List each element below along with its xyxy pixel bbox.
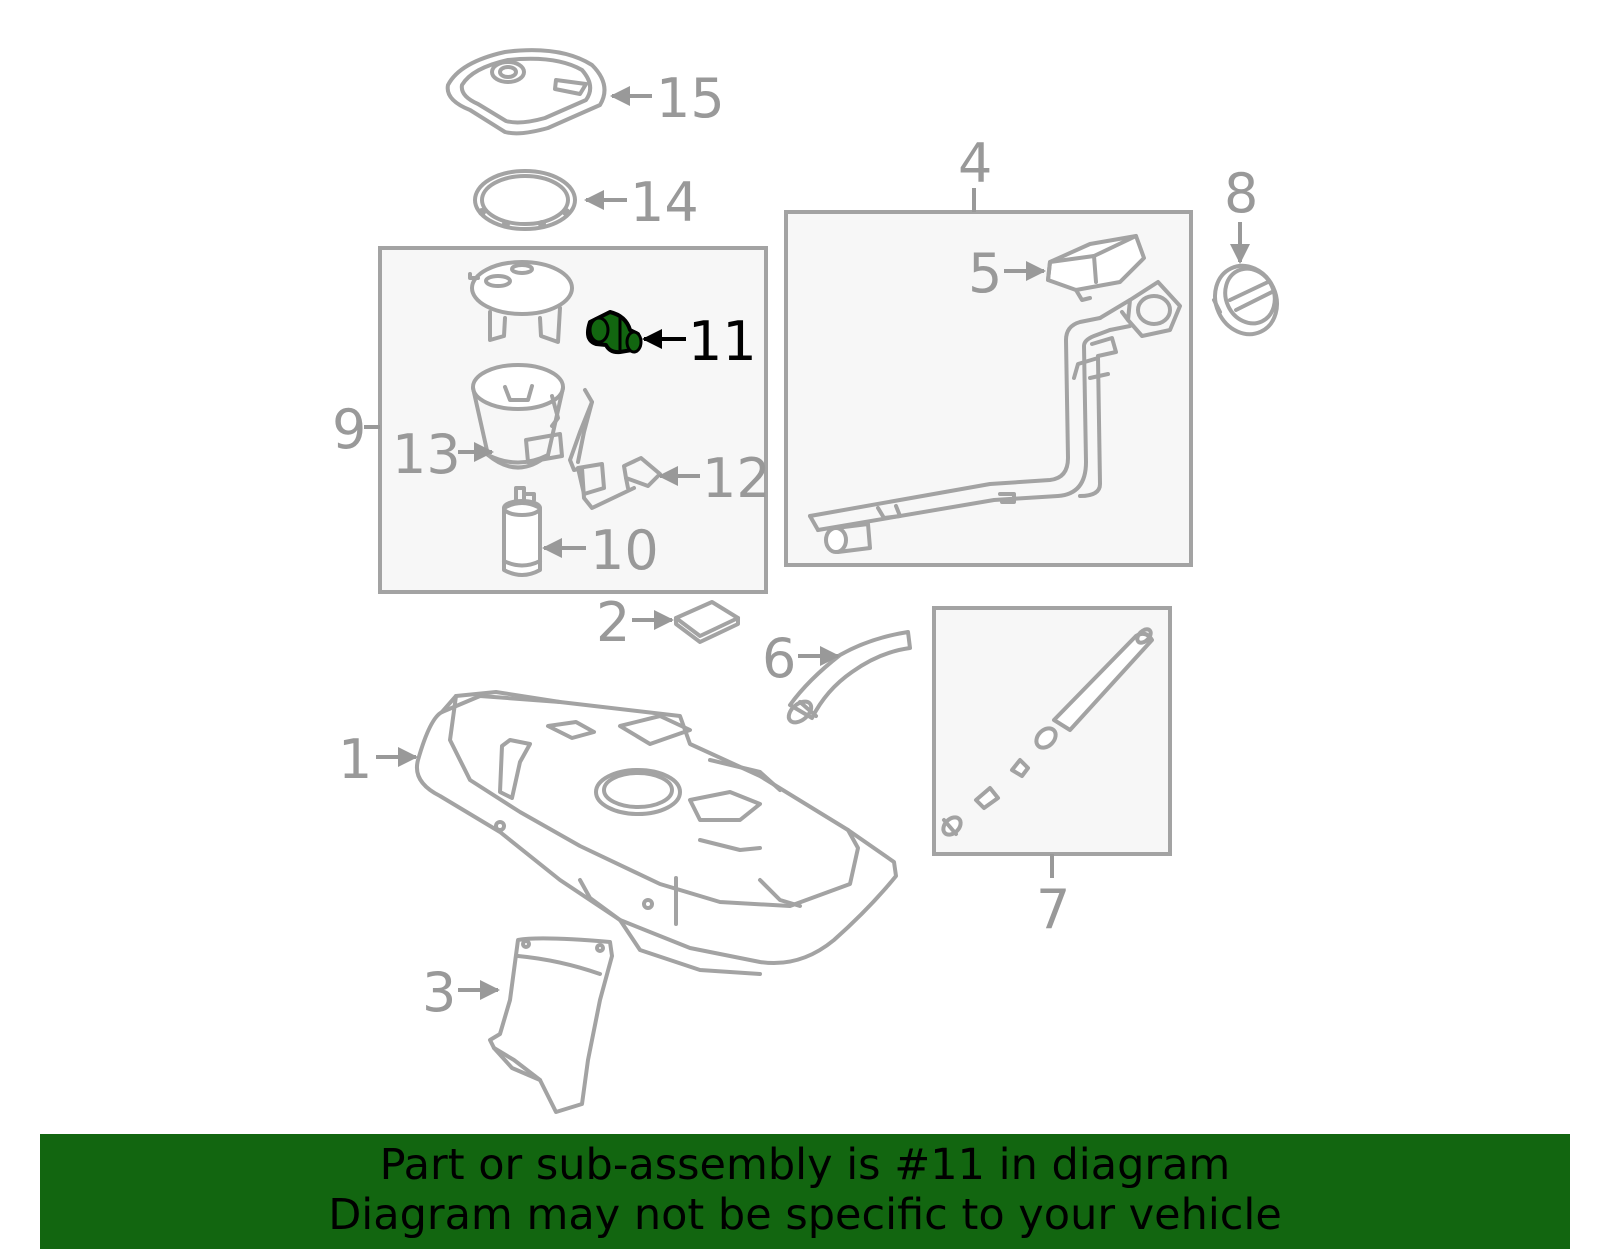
part-3-heat-shield[interactable] — [488, 936, 614, 1114]
part-5-door-housing[interactable] — [1046, 234, 1146, 302]
callout-14[interactable]: 14 — [630, 171, 699, 234]
callout-11[interactable]: 11 — [688, 310, 757, 373]
part-1-fuel-tank[interactable] — [415, 690, 898, 976]
callout-1[interactable]: 1 — [338, 728, 372, 791]
banner-line-2: Diagram may not be specific to your vehi… — [328, 1190, 1282, 1240]
callout-15[interactable]: 15 — [656, 67, 725, 130]
banner-line-1: Part or sub-assembly is #11 in diagram — [379, 1140, 1231, 1190]
info-banner: Part or sub-assembly is #11 in diagram D… — [40, 1134, 1570, 1249]
part-7-tube-kit[interactable] — [940, 627, 1154, 838]
callout-13[interactable]: 13 — [392, 423, 461, 486]
parts-diagram: 15 14 11 9 13 12 10 2 6 1 3 4 5 8 7 — [332, 48, 1288, 1114]
part-11-fitting[interactable] — [586, 310, 643, 355]
callout-7[interactable]: 7 — [1036, 878, 1070, 941]
part-6-hose[interactable] — [785, 630, 912, 726]
part-4-filler-neck[interactable] — [808, 280, 1182, 554]
part-2-pad[interactable] — [674, 600, 740, 644]
part-8-fuel-cap[interactable] — [1204, 256, 1288, 345]
callout-9[interactable]: 9 — [332, 398, 366, 461]
callout-3[interactable]: 3 — [422, 961, 456, 1024]
callout-12[interactable]: 12 — [702, 447, 771, 510]
callout-10[interactable]: 10 — [590, 519, 659, 582]
callout-2[interactable]: 2 — [596, 591, 630, 654]
part-10-fuel-pump[interactable] — [502, 486, 542, 577]
part-15-cover-plate[interactable] — [445, 48, 607, 136]
part-14-gasket-ring[interactable] — [473, 169, 577, 231]
callout-4[interactable]: 4 — [958, 132, 992, 195]
pump-module-top[interactable] — [468, 260, 574, 344]
callout-6[interactable]: 6 — [762, 627, 796, 690]
part-12-level-sender[interactable] — [568, 388, 662, 510]
callout-5[interactable]: 5 — [968, 242, 1002, 305]
callout-8[interactable]: 8 — [1224, 162, 1258, 225]
group-box-9 — [378, 246, 768, 594]
